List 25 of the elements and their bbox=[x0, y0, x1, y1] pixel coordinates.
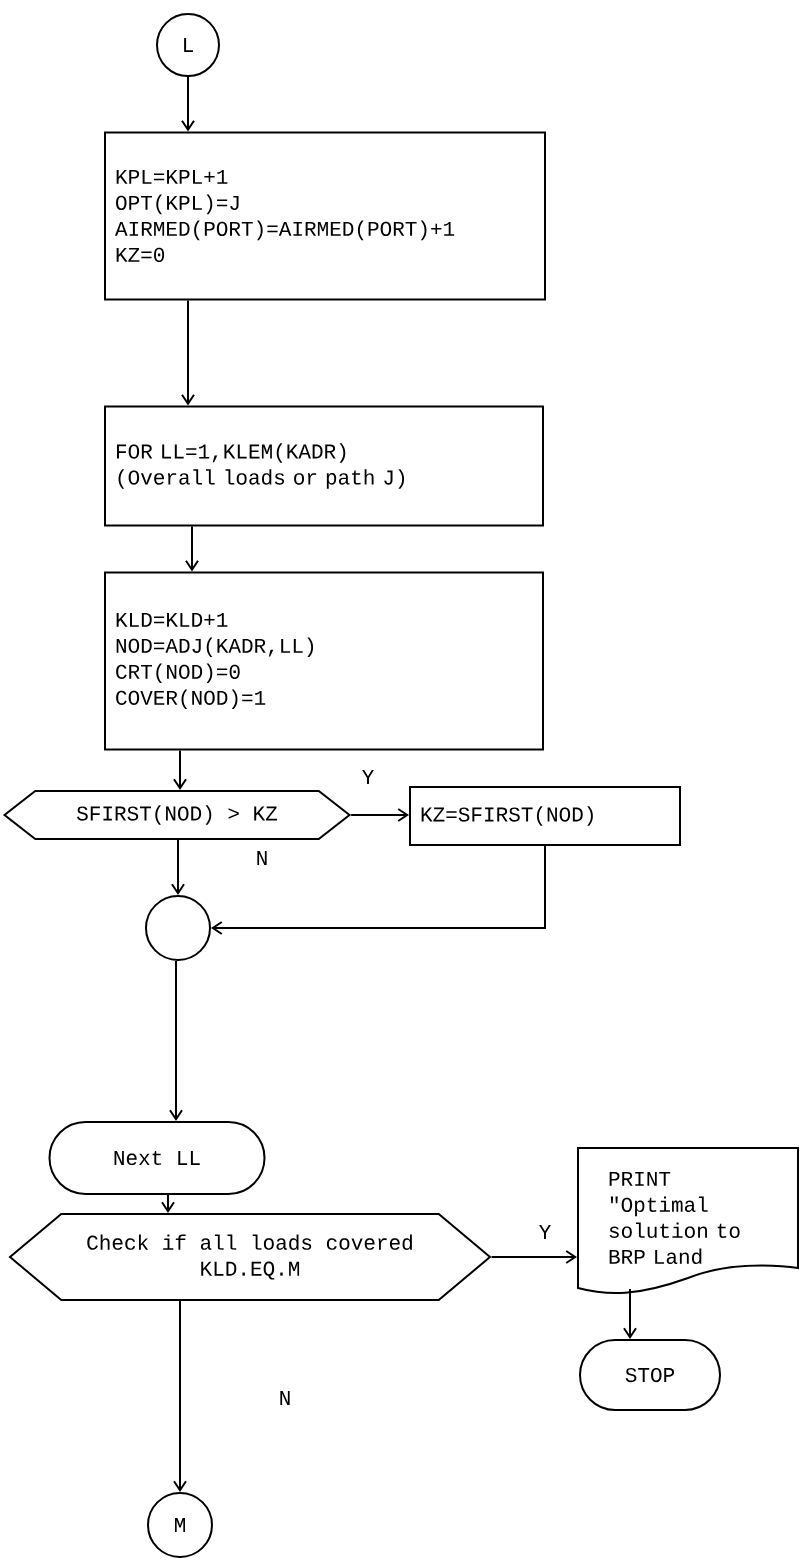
process-box: KPL=KPL+1 OPT(KPL)=J AIRMED(PORT)=AIRMED(PORT)+1 KZ=0 bbox=[104, 131, 546, 301]
arrow bbox=[185, 525, 199, 572]
connector-circle bbox=[145, 895, 211, 961]
process-box: FOR LL=1,KLEM(KADR) (Overall loads or path J) bbox=[104, 405, 544, 527]
decision-hexagon: SFIRST(NOD) > KZ bbox=[2, 790, 352, 840]
arrow bbox=[171, 839, 185, 895]
arrow bbox=[173, 1300, 187, 1492]
edge-label: Y bbox=[359, 768, 377, 786]
decision-hexagon: Check if all loads covered KLD.EQ.M bbox=[8, 1213, 492, 1301]
edge-label: N bbox=[253, 849, 271, 867]
arrow bbox=[350, 808, 409, 822]
process-box: KZ=SFIRST(NOD) bbox=[409, 786, 681, 846]
arrow bbox=[169, 960, 183, 1121]
edge-label: N bbox=[276, 1389, 294, 1407]
arrow bbox=[211, 845, 546, 935]
terminal-box: STOP bbox=[579, 1339, 721, 1411]
arrow bbox=[490, 1250, 577, 1264]
arrow bbox=[161, 1194, 175, 1213]
terminal-box: Next LL bbox=[48, 1121, 266, 1195]
arrow bbox=[173, 749, 187, 790]
edge-label: Y bbox=[536, 1223, 554, 1241]
process-box: KLD=KLD+1 NOD=ADJ(KADR,LL) CRT(NOD)=0 COVER(NOD)=1 bbox=[104, 571, 544, 751]
arrow bbox=[623, 1288, 637, 1339]
arrow bbox=[181, 299, 195, 406]
arrow bbox=[181, 76, 195, 132]
